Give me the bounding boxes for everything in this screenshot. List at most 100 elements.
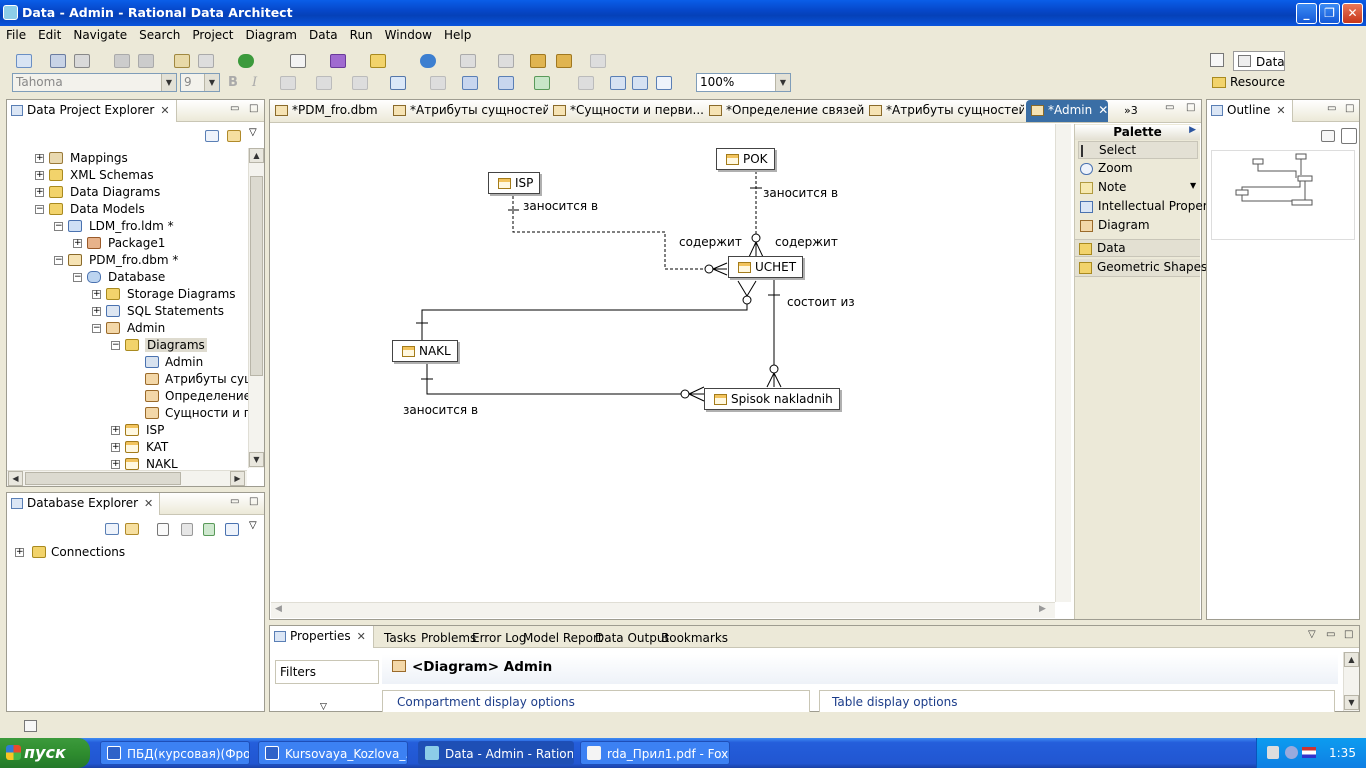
scroll-left-icon[interactable]: ◀ (8, 471, 23, 486)
scroll-left-icon[interactable]: ◀ (275, 604, 282, 614)
minimize-icon[interactable]: ▭ (230, 103, 240, 114)
expand-icon[interactable]: + (92, 289, 101, 299)
menu-file[interactable]: File (6, 28, 27, 42)
entity-spisok-nakladnih[interactable]: Spisok nakladnih (704, 388, 840, 410)
tree-item[interactable]: −PDM_fro.dbm * (7, 252, 253, 269)
tree-item[interactable]: Атрибуты сущн (7, 371, 253, 388)
tree-item[interactable]: −Database (7, 269, 253, 286)
tab-database-explorer[interactable]: Database Explorer✕ (7, 493, 161, 515)
scroll-right-icon[interactable]: ▶ (1039, 604, 1046, 614)
minimize-button[interactable]: _ (1296, 3, 1317, 24)
tab-entities[interactable]: *Сущности и перви... (548, 100, 704, 122)
scroll-thumb[interactable] (250, 176, 263, 376)
entity-nakl[interactable]: NAKL (392, 340, 458, 362)
forward-icon[interactable] (590, 54, 606, 68)
document-icon[interactable] (290, 54, 306, 68)
line-color-icon[interactable] (352, 76, 368, 90)
minimize-icon[interactable]: ▭ (230, 496, 240, 507)
close-icon[interactable]: ✕ (356, 630, 366, 643)
chevron-down-icon[interactable]: ▽ (320, 702, 327, 712)
connect-icon[interactable] (181, 523, 193, 536)
tree-item[interactable]: +Connections (7, 544, 247, 561)
new-icon[interactable] (16, 54, 32, 68)
explorer-hscroll[interactable]: ◀ ▶ (7, 470, 247, 486)
expand-icon[interactable]: + (35, 170, 44, 180)
tree-item[interactable]: −LDM_fro.ldm * (7, 218, 253, 235)
palette-select[interactable]: Select (1078, 141, 1198, 159)
outline-thumbnail[interactable] (1211, 150, 1355, 240)
tab-bookmarks[interactable]: Bookmarks (661, 631, 729, 645)
compartment-options-section[interactable]: Compartment display options (382, 690, 810, 712)
view-menu-icon[interactable]: ▽ (249, 520, 257, 531)
task-word-2[interactable]: Kursovaya_Kozlova_... (258, 741, 408, 765)
scroll-thumb[interactable] (25, 472, 181, 485)
close-icon[interactable]: ✕ (144, 497, 154, 510)
previous-icon[interactable] (556, 54, 572, 68)
palette-drawer-data[interactable]: Data (1075, 239, 1200, 257)
entity-uchet[interactable]: UCHET (728, 256, 804, 278)
relationship-label[interactable]: состоит из (787, 295, 855, 309)
history-icon[interactable] (460, 54, 476, 68)
zoom-combo[interactable]: 100% ▼ (696, 73, 791, 92)
palette-intellectual-property[interactable]: Intellectual Property (1078, 198, 1219, 216)
scroll-up-icon[interactable]: ▲ (249, 148, 264, 163)
relationship-label[interactable]: заносится в (403, 403, 479, 417)
relationship-label[interactable]: заносится в (763, 186, 839, 200)
tree-item[interactable]: +ISP (7, 422, 253, 439)
palette-drawer-geometric-shapes[interactable]: Geometric Shapes (1075, 259, 1207, 277)
view-menu-icon[interactable]: ▽ (1308, 629, 1316, 640)
tree-item[interactable]: +XML Schemas (7, 167, 253, 184)
maximize-icon[interactable]: □ (1344, 629, 1354, 640)
perspective-data[interactable]: Data (1233, 51, 1285, 71)
palette-header[interactable]: Palette ▶ (1075, 125, 1200, 140)
italic-button[interactable]: I (252, 75, 258, 90)
scroll-right-icon[interactable]: ▶ (230, 471, 245, 486)
link-editor-icon[interactable] (227, 130, 241, 142)
duplicate-icon[interactable] (198, 54, 214, 68)
fast-view-icon[interactable] (24, 720, 37, 732)
start-button[interactable]: пуск (0, 738, 90, 768)
font-color-icon[interactable] (280, 76, 296, 90)
menu-run[interactable]: Run (349, 28, 373, 42)
new-connection-icon[interactable] (157, 523, 169, 536)
font-size-combo[interactable]: 9 ▼ (180, 73, 220, 92)
tree-item[interactable]: +Mappings (7, 150, 253, 167)
tree-item[interactable]: −Diagrams (7, 337, 253, 354)
scroll-down-icon[interactable]: ▼ (1344, 695, 1359, 710)
collapse-icon[interactable]: − (111, 340, 120, 350)
collapse-icon[interactable]: − (35, 204, 44, 214)
properties-vscroll[interactable]: ▲ ▼ (1343, 652, 1359, 711)
minimize-icon[interactable]: ▭ (1326, 629, 1336, 640)
menu-data[interactable]: Data (309, 28, 338, 42)
scroll-down-icon[interactable]: ▼ (249, 452, 264, 467)
menu-navigate[interactable]: Navigate (73, 28, 128, 42)
menu-search[interactable]: Search (139, 28, 181, 42)
minimize-icon[interactable]: ▭ (1165, 102, 1175, 113)
cut-icon[interactable] (114, 54, 130, 68)
maximize-icon[interactable]: □ (249, 496, 259, 507)
font-name-combo[interactable]: Tahoma ▼ (12, 73, 177, 92)
relationship-label[interactable]: содержит (775, 235, 838, 249)
tree-item[interactable]: −Admin (7, 320, 253, 337)
menu-edit[interactable]: Edit (38, 28, 62, 42)
sql-editor-icon[interactable] (225, 523, 239, 536)
arrow-style-icon[interactable] (390, 76, 406, 90)
globe-icon[interactable] (420, 54, 436, 68)
canvas-vscroll[interactable] (1055, 124, 1071, 602)
tab-data-project-explorer[interactable]: Data Project Explorer✕ (7, 100, 177, 122)
menu-diagram[interactable]: Diagram (245, 28, 297, 42)
close-window-button[interactable]: ✕ (1342, 3, 1363, 24)
tree-item[interactable]: +KAT (7, 439, 253, 456)
tab-error-log[interactable]: Error Log (472, 631, 527, 645)
collapse-icon[interactable]: − (92, 323, 101, 333)
maximize-icon[interactable]: □ (249, 103, 259, 114)
open-perspective-icon[interactable] (1210, 53, 1224, 67)
language-icon[interactable] (1302, 747, 1316, 758)
expand-icon[interactable]: + (111, 442, 120, 452)
tab-outline[interactable]: Outline✕ (1207, 100, 1293, 122)
disconnect-icon[interactable] (203, 523, 215, 536)
line-jump-icon[interactable] (632, 76, 648, 90)
tab-admin[interactable]: *Admin✕ (1026, 100, 1108, 122)
collapse-icon[interactable]: − (54, 255, 63, 265)
route-icon[interactable] (610, 76, 626, 90)
